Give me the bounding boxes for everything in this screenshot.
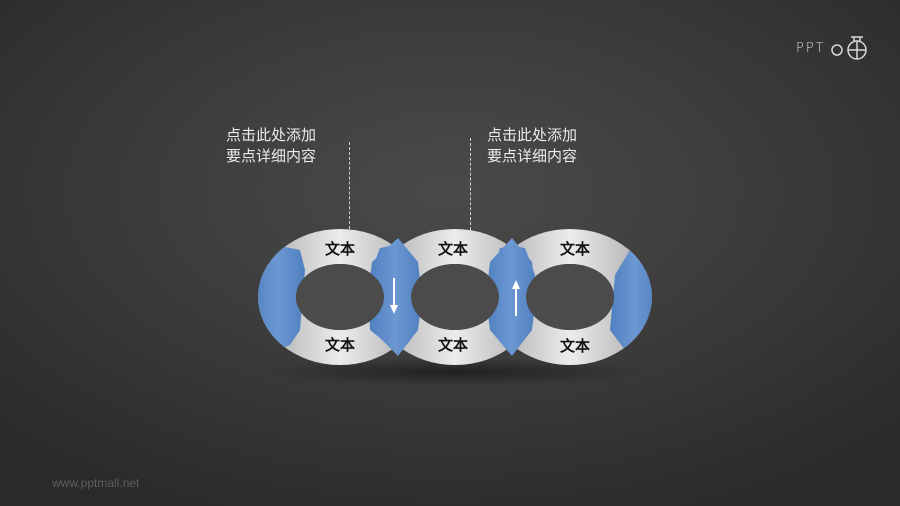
ring-1-top-label[interactable]: 文本	[325, 240, 355, 258]
logo-text: PPT	[796, 40, 826, 56]
ring-3-bottom-label[interactable]: 文本	[560, 337, 590, 355]
footer-url: www.pptmall.net	[52, 476, 140, 490]
ring-1-bottom-label[interactable]: 文本	[325, 336, 355, 354]
ring-2-top-label[interactable]: 文本	[438, 240, 468, 258]
ppt-logo: PPT	[796, 34, 870, 62]
leader-line-2	[470, 138, 471, 230]
ppt-logo-icon	[830, 36, 867, 60]
callout-text-1[interactable]: 点击此处添加 要点详细内容	[226, 126, 317, 165]
arrow-up-icon	[512, 280, 520, 316]
link-segment-2	[486, 238, 536, 356]
leader-line-1	[349, 142, 350, 234]
ring-2-bottom-label[interactable]: 文本	[438, 336, 468, 354]
callout-text-2[interactable]: 点击此处添加 要点详细内容	[487, 126, 578, 165]
arrow-down-icon	[390, 278, 398, 314]
ring-3-top-label[interactable]: 文本	[560, 240, 590, 258]
